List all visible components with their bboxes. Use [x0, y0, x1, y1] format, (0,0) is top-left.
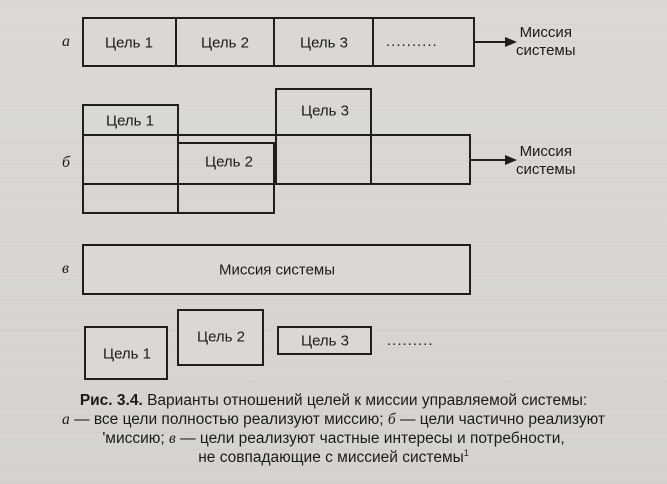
mission-line-1: Миссия [519, 24, 572, 41]
caption-text-b-cont: 'миссию; [102, 430, 165, 447]
caption-line-1: Рис. 3.4. Варианты отношений целей к мис… [0, 391, 667, 410]
arrow-line-a [475, 41, 507, 43]
variant-label-a: а [62, 33, 70, 50]
goal-3-box-c [277, 326, 372, 355]
caption-text-a: — все цели полностью реализуют миссию; [74, 411, 384, 428]
goal-2-label-a: Цель 2 [200, 34, 250, 52]
mission-strip-c [82, 244, 471, 295]
ellipsis-a: .......... [386, 33, 438, 50]
goal-1-box-c [84, 326, 168, 380]
goal-2-label-b: Цель 2 [204, 153, 254, 171]
goal-1-label-b: Цель 1 [105, 112, 155, 130]
figure-caption: Рис. 3.4. Варианты отношений целей к мис… [0, 391, 667, 467]
mission-line-2: системы [516, 161, 576, 178]
mission-strip-b [82, 134, 471, 185]
arrow-head-a [505, 37, 517, 47]
mission-line-2: системы [516, 42, 576, 59]
mission-label-a: Миссия системы [516, 24, 576, 60]
caption-line-3: 'миссию; в — цели реализуют частные инте… [0, 429, 667, 448]
mission-label-b: Миссия системы [516, 143, 576, 179]
goal-3-label-b: Цель 3 [300, 102, 350, 120]
goal-3-label-a: Цель 3 [299, 34, 349, 52]
arrow-head-b [505, 155, 517, 165]
goal-2-box-b [177, 142, 275, 214]
cell-divider [273, 17, 275, 67]
caption-letter-a: а [62, 411, 70, 428]
caption-title: Варианты отношений целей к миссии управл… [147, 392, 588, 409]
caption-line-2: а — все цели полностью реализуют миссию;… [0, 410, 667, 429]
caption-letter-c: в [169, 430, 176, 447]
cell-divider [175, 17, 177, 67]
goal-2-box-c [177, 309, 264, 366]
variant-label-c: в [62, 260, 69, 277]
caption-text-c-cont: не совпадающие с миссией системы [198, 449, 464, 466]
caption-number: Рис. 3.4. [79, 392, 143, 409]
goal-3-label-c: Цель 3 [300, 332, 350, 350]
caption-line-4: не совпадающие с миссией системы1 [0, 448, 667, 467]
goal-2-label-c: Цель 2 [196, 328, 246, 346]
ellipsis-c: ......... [387, 332, 434, 349]
caption-text-b: — цели частично реализуют [399, 411, 605, 428]
arrow-line-b [471, 159, 507, 161]
mission-label-c: Миссия системы [218, 261, 336, 279]
footnote-marker: 1 [463, 447, 469, 458]
caption-letter-b: б [387, 411, 396, 428]
mission-strip-a [82, 17, 475, 67]
goal-1-label-a: Цель 1 [104, 34, 154, 52]
cell-divider [372, 17, 374, 67]
mission-line-1: Миссия [519, 143, 572, 160]
caption-text-c: — цели реализуют частные интересы и потр… [180, 430, 565, 447]
goal-1-label-c: Цель 1 [102, 345, 152, 363]
variant-label-b: б [62, 154, 71, 171]
